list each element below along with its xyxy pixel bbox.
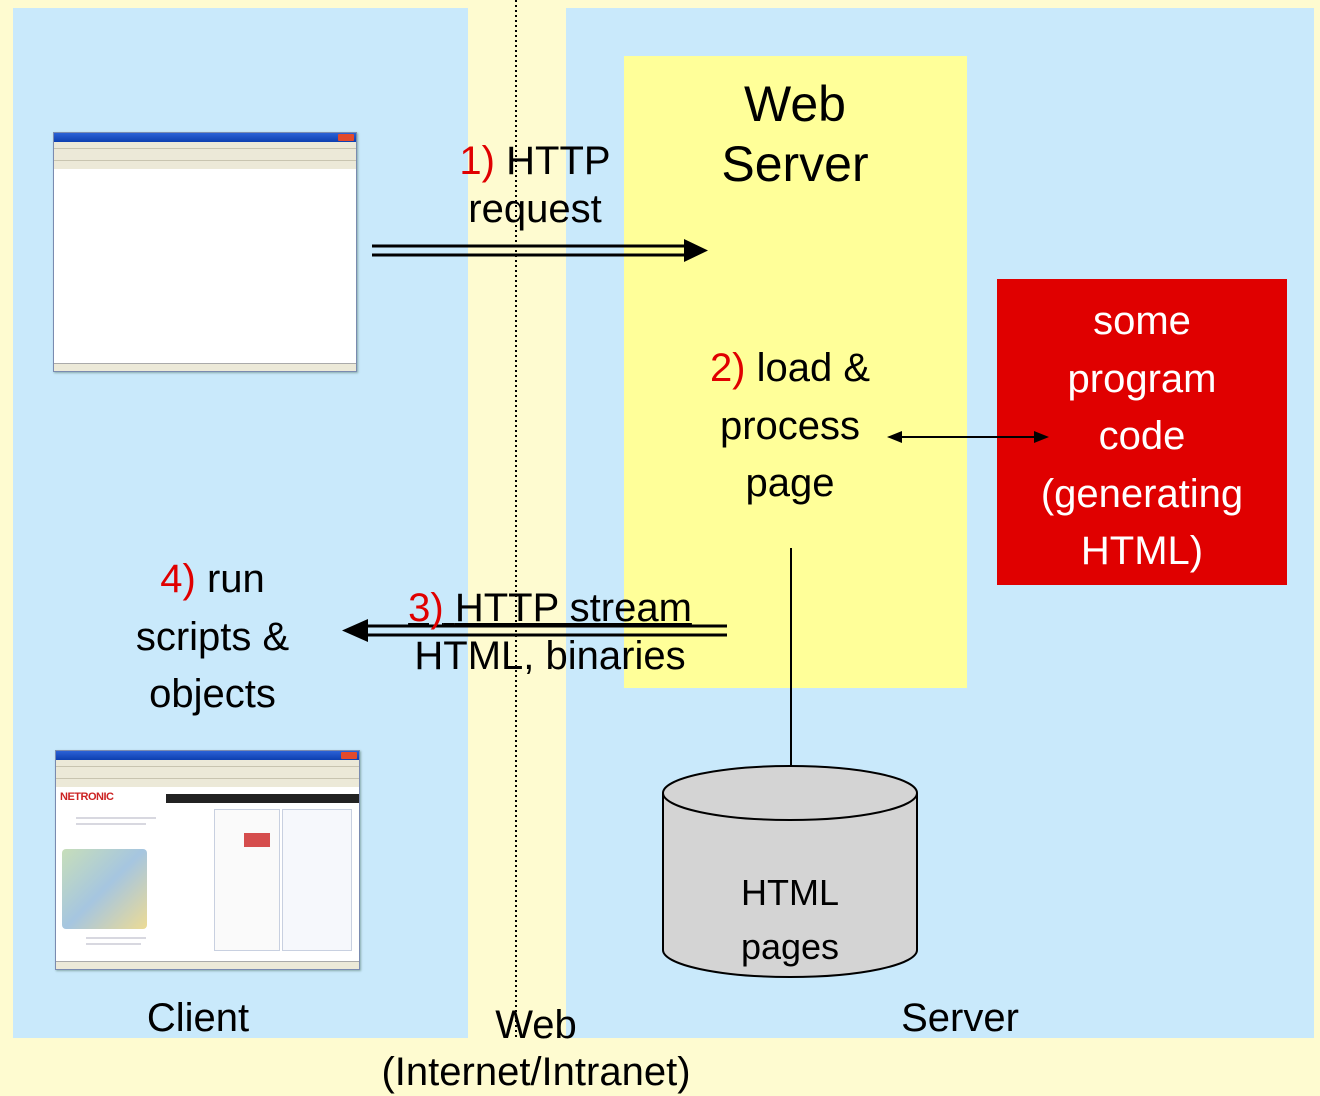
browser-thumbnail-rendered: NETRONIC (55, 750, 360, 970)
browser-thumbnail-empty (53, 132, 357, 372)
stream-arrow (342, 619, 727, 642)
browser-content (54, 169, 356, 364)
browser-content: NETRONIC (56, 787, 359, 962)
browser-titlebar (54, 133, 356, 142)
browser-titlebar (56, 751, 359, 760)
storage-label: HTML pages (740, 872, 840, 967)
program-code-label: some program code (generating HTML) (1040, 299, 1244, 574)
code-exchange-arrow (887, 431, 1049, 443)
web-server-title: Web Server (721, 76, 869, 192)
step-process-label: 2) load & process page (709, 346, 871, 506)
server-label: Server (901, 996, 1019, 1040)
web-label: Web (Internet/Intranet) (381, 1003, 691, 1095)
browser-toolbar (54, 149, 356, 161)
program-code-box (997, 279, 1287, 585)
web-server-block (624, 56, 967, 688)
site-panel-right (282, 809, 352, 951)
step-run-label: 4) run scripts & objects (135, 557, 290, 717)
request-arrow (372, 239, 708, 262)
step-number: 2) (709, 346, 746, 390)
step-number: 3) (408, 586, 444, 630)
browser-menubar (56, 760, 359, 767)
browser-toolbar (56, 767, 359, 779)
step-number: 4) (160, 557, 196, 601)
html-pages-cylinder (662, 765, 918, 978)
browser-statusbar (56, 961, 359, 969)
step-stream-label: 3) HTTP stream HTML, binaries (408, 586, 692, 678)
browser-statusbar (54, 363, 356, 371)
site-illustration (62, 849, 147, 929)
browser-menubar (54, 142, 356, 149)
gebit-logo (244, 833, 270, 847)
client-label: Client (146, 996, 250, 1040)
site-nav-bar (166, 794, 359, 803)
step-request-label: 1) HTTP request (459, 139, 611, 231)
step-number: 1) (459, 139, 495, 183)
netronic-logo: NETRONIC (60, 791, 114, 803)
site-panel-center (214, 809, 280, 951)
